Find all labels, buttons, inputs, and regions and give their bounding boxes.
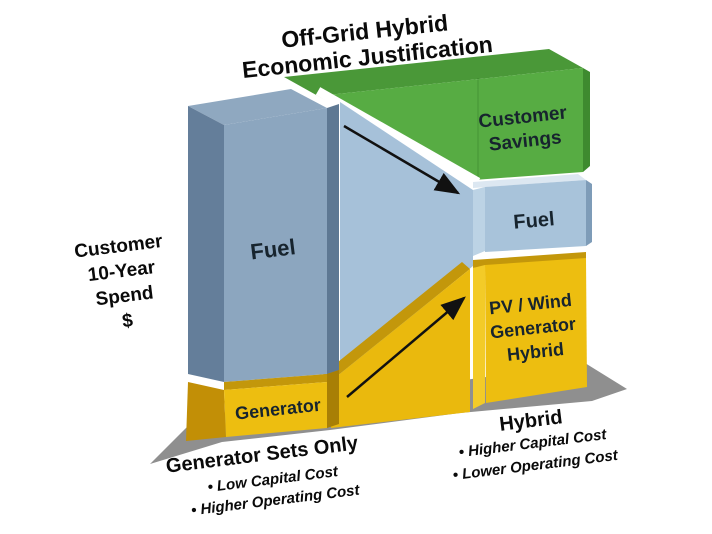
pv-wind-hybrid-label: PV / Wind Generator Hybrid (486, 288, 579, 369)
left-generator-right-sliver (327, 370, 339, 428)
right-fuel-front-face (485, 180, 586, 252)
savings-right-face (583, 68, 590, 172)
arrows (343, 124, 466, 398)
right-fuel-label: Fuel (512, 208, 556, 234)
right-fuel-block (473, 174, 592, 256)
fuel-transition-panel (340, 102, 473, 376)
left-generator-side-face (186, 382, 226, 441)
right-hybrid-left-face (473, 265, 485, 409)
right-hybrid-block (473, 252, 587, 409)
wedge-top-face (323, 262, 470, 381)
capital-increase-arrow (346, 296, 466, 398)
savings-front-face (318, 68, 583, 180)
fuel-decrease-arrow (343, 124, 461, 195)
left-generator-top-band (224, 374, 327, 390)
left-bar-top-face (188, 89, 327, 125)
left-generator-front-face (224, 382, 327, 437)
y-axis-label: Customer 10-Year Spend $ (73, 229, 173, 339)
customer-savings-label: Customer Savings (477, 101, 570, 158)
hybrid-transition-wedge (323, 262, 470, 428)
left-fuel-label: Fuel (248, 234, 297, 265)
right-fuel-right-face (586, 180, 592, 246)
right-hybrid-front-face (485, 258, 587, 403)
left-bar (186, 89, 339, 441)
left-fuel-side-face (188, 106, 224, 382)
savings-block (284, 49, 590, 180)
left-fuel-front-face (224, 108, 327, 382)
right-fuel-top-face (473, 174, 586, 188)
wedge-front-face (331, 269, 470, 428)
left-fuel-right-sliver (327, 104, 339, 374)
right-fuel-left-face (473, 187, 485, 256)
savings-top-face (284, 49, 583, 96)
